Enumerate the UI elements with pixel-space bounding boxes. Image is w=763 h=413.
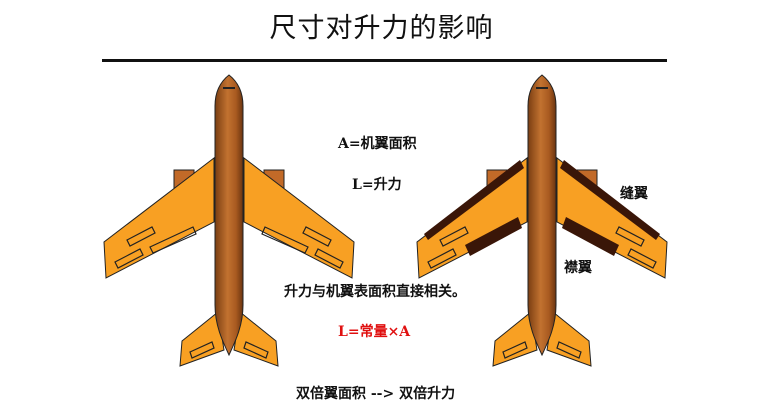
page-title: 尺寸对升力的影响 [269,13,494,44]
conclusion-text: 双倍翼面积 --> 双倍升力 [296,386,456,402]
airplane-right [416,74,668,367]
left-plane-wing-left [103,156,215,279]
airplane-left [103,74,355,367]
area-definition-label: A=机翼面积 [338,136,417,152]
left-plane-wing-right [243,156,355,279]
right-plane-slat-left [424,160,524,240]
lift-formula: L=常量×A [338,324,411,340]
left-plane-fuselage [214,74,244,357]
right-plane-fuselage [527,74,557,357]
lift-definition-label: L=升力 [352,177,402,193]
lift-relation-text: 升力与机翼表面积直接相关。 [284,284,466,300]
title-divider [102,59,667,62]
flap-label: 襟翼 [564,260,592,276]
right-plane-slat-right [560,160,660,240]
slat-label: 缝翼 [620,186,648,202]
right-plane-flap-right [562,217,619,256]
right-plane-flap-left [465,217,522,256]
